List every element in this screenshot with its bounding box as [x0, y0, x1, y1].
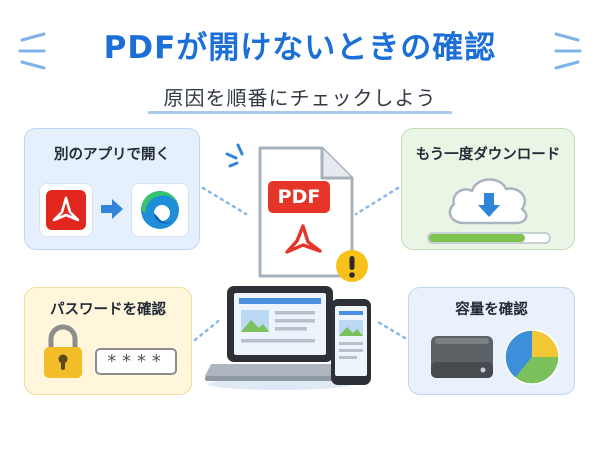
card-label: もう一度ダウンロード — [415, 147, 561, 163]
card-label: 容量を確認 — [455, 302, 528, 318]
acrobat-app-tile — [39, 183, 93, 237]
card-label: 別のアプリで開く — [54, 147, 170, 163]
card-check-password: パスワードを確認 **** — [24, 287, 192, 395]
page-title: PDFが開けないときの確認 — [103, 30, 497, 66]
pdf-badge: PDF — [268, 181, 330, 213]
storage-pie-icon — [504, 329, 560, 385]
padlock-icon — [44, 324, 82, 378]
acrobat-icon — [46, 190, 86, 230]
alert-spark-icon — [225, 143, 244, 168]
download-progress-bar — [427, 232, 551, 244]
card-download-again: もう一度ダウンロード — [401, 128, 575, 250]
title-sparkles-right — [554, 32, 582, 70]
hard-drive-icon — [431, 336, 493, 378]
edge-app-tile — [131, 183, 189, 237]
password-field: **** — [95, 348, 177, 375]
laptop-icon — [205, 286, 355, 390]
title-sparkles-left — [18, 32, 46, 70]
edge-browser-icon — [141, 191, 179, 229]
arrow-right-icon — [101, 199, 123, 219]
subtitle-underline — [148, 111, 452, 114]
warning-circle-icon — [336, 250, 368, 282]
page-subtitle: 原因を順番にチェックしよう — [163, 86, 437, 110]
card-check-storage: 容量を確認 — [408, 287, 575, 395]
card-open-with-other-app: 別のアプリで開く — [24, 128, 200, 250]
card-label: パスワードを確認 — [50, 302, 166, 318]
smartphone-icon — [331, 299, 371, 385]
cloud-download-icon — [448, 178, 528, 225]
